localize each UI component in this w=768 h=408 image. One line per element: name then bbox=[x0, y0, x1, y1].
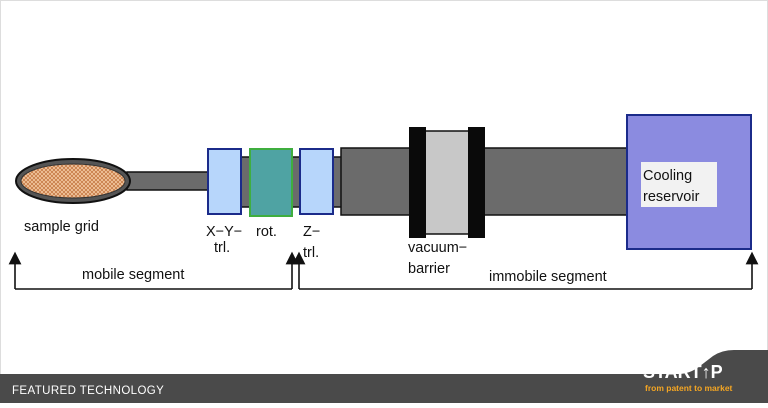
z-label-line1: Z− bbox=[303, 224, 320, 240]
featured-technology-label: FEATURED TECHNOLOGY bbox=[12, 385, 164, 397]
xy-label-line2: trl. bbox=[214, 240, 230, 256]
sample-grid-label: sample grid bbox=[24, 219, 99, 235]
cooling-label-line2: reservoir bbox=[643, 189, 700, 205]
startup-tagline: from patent to market bbox=[645, 383, 733, 393]
vacuum-seal-right bbox=[468, 127, 485, 238]
z-label-line2: trl. bbox=[303, 245, 319, 261]
cooling-label-box bbox=[641, 162, 717, 207]
vacuum-label-line1: vacuum− bbox=[408, 240, 467, 256]
cooling-label-line1: Cooling bbox=[643, 168, 692, 184]
xy-translation-stage bbox=[207, 148, 242, 215]
startup-brand-logo: START↑P bbox=[643, 362, 723, 382]
rotation-stage bbox=[249, 148, 293, 217]
sample-grid-mesh bbox=[20, 163, 126, 199]
vacuum-barrier-body bbox=[424, 130, 470, 235]
rot-label: rot. bbox=[256, 224, 277, 240]
footer-band bbox=[0, 350, 768, 403]
immobile-segment-label: immobile segment bbox=[489, 269, 607, 285]
vacuum-label-line2: barrier bbox=[408, 261, 450, 277]
mobile-segment-label: mobile segment bbox=[82, 267, 184, 283]
z-translation-stage bbox=[299, 148, 334, 215]
vacuum-seal-left bbox=[409, 127, 426, 238]
xy-label-line1: X−Y− bbox=[206, 224, 242, 240]
thin-rod bbox=[126, 171, 210, 191]
